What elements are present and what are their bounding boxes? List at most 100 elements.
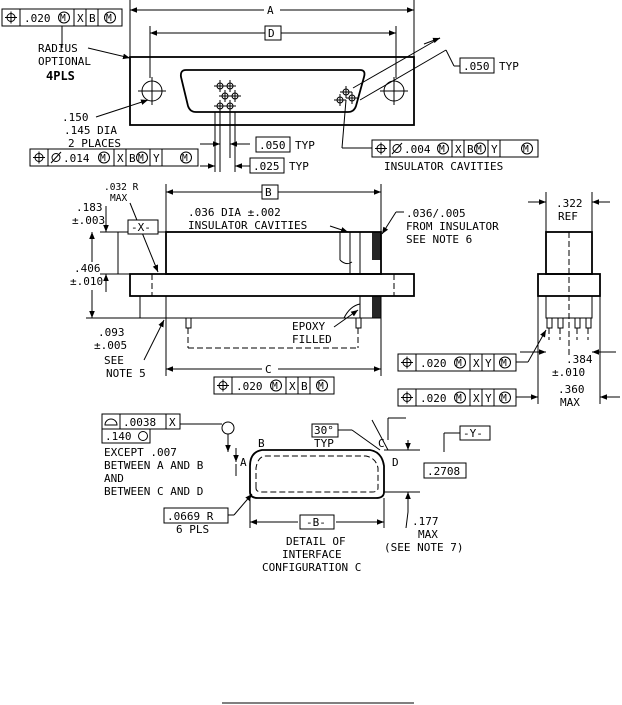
radius-032-1: .032 R (104, 182, 139, 193)
svg-text:Y: Y (491, 143, 498, 156)
radius-032-2: MAX (110, 193, 127, 204)
svg-text:TYP: TYP (289, 160, 309, 173)
fcf-end-2-value: .020 (420, 392, 447, 405)
radius-pls: 6 PLS (176, 523, 209, 536)
svg-text:Y: Y (485, 357, 492, 370)
typ-050-word: TYP (499, 60, 519, 73)
svg-text:X: X (117, 152, 124, 165)
svg-text:M: M (138, 153, 144, 164)
dim-c: C (265, 363, 272, 376)
except-2: BETWEEN A AND B (104, 459, 204, 472)
radius-label-3: 4PLS (46, 69, 75, 83)
fcf-end-2: .020 M X Y M (397, 388, 517, 407)
pt-b: B (258, 437, 265, 450)
svg-text:B: B (129, 152, 136, 165)
dim-a: A (267, 4, 274, 17)
epoxy-2: FILLED (292, 333, 332, 346)
typ-050-value: .050 (463, 60, 490, 73)
dim-d: D (268, 27, 275, 40)
except-3: AND (104, 472, 124, 485)
detail-view: .0038 X .140 EXCEPT .007 BETWEEN A AND B… (101, 413, 491, 574)
see-note5-2: NOTE 5 (106, 367, 146, 380)
svg-text:M: M (106, 13, 112, 24)
svg-text:M: M (523, 144, 529, 155)
profile-value: .0038 (123, 416, 156, 429)
datum-y: -Y- (463, 427, 483, 440)
flange-side (129, 273, 415, 297)
hole-dia-2: .145 DIA (64, 124, 117, 137)
profile-fcf: .0038 X .140 (101, 413, 181, 444)
svg-text:M: M (476, 144, 482, 155)
radius-label-2: OPTIONAL (38, 55, 91, 68)
from-ins-3: SEE NOTE 6 (406, 233, 472, 246)
flange-outline (129, 56, 415, 126)
dim-093-2: ±.005 (94, 339, 127, 352)
except-1: EXCEPT .007 (104, 446, 177, 459)
dim-b: B (265, 186, 272, 199)
fcf-top-left-value: .020 (24, 12, 51, 25)
ref-322-2: REF (558, 210, 578, 223)
dim-360-1: .360 (558, 383, 585, 396)
fcf-014-value: .014 (63, 152, 90, 165)
pitch-050-value: .050 (259, 139, 286, 152)
svg-text:B: B (301, 380, 308, 393)
caption-2: INTERFACE (282, 548, 342, 561)
dim-093-1: .093 (98, 326, 125, 339)
epoxy-1: EPOXY (292, 320, 325, 333)
fcf-004-value: .004 (404, 143, 431, 156)
svg-text:M: M (501, 358, 507, 369)
dim-2708: .2708 (427, 465, 460, 478)
pitch-025-value: .025 (253, 160, 280, 173)
dim-183-1: .183 (76, 201, 103, 214)
dim-406-1: .406 (74, 262, 101, 275)
end-view: .322 REF .020 M X Y (397, 192, 620, 409)
svg-text:M: M (456, 393, 462, 404)
svg-text:X: X (455, 143, 462, 156)
ref-322-1: .322 (556, 197, 583, 210)
dia-036-2: INSULATOR CAVITIES (188, 219, 307, 232)
dim-360-2: MAX (560, 396, 580, 409)
svg-text:M: M (439, 144, 445, 155)
svg-text:M: M (456, 358, 462, 369)
contact-cluster-left (214, 80, 241, 112)
caption-3: CONFIGURATION C (262, 561, 361, 574)
svg-text:M: M (182, 153, 188, 164)
insulator-cavities-label: INSULATOR CAVITIES (384, 160, 503, 173)
profile-datum: X (169, 416, 176, 429)
fcf-top-left: .020 M X B M (1, 8, 123, 27)
dim-384-2: ±.010 (552, 366, 585, 379)
pt-a: A (240, 456, 247, 469)
svg-text:TYP: TYP (295, 139, 315, 152)
dim-177-1: .177 (412, 515, 439, 528)
from-ins-1: .036/.005 (406, 207, 466, 220)
from-ins-2: FROM INSULATOR (406, 220, 499, 233)
fcf-014: .014 M X B M Y M (29, 148, 199, 167)
radius-0669: .0669 R (167, 510, 214, 523)
svg-text:Y: Y (153, 152, 160, 165)
side-view: B .032 R MAX .183 ±.003 -X- (70, 182, 499, 395)
svg-text:B: B (89, 12, 96, 25)
svg-text:B: B (467, 143, 474, 156)
svg-text:X: X (473, 357, 480, 370)
see-note5-1: SEE (104, 354, 124, 367)
svg-text:X: X (77, 12, 84, 25)
svg-text:M: M (100, 153, 106, 164)
svg-text:M: M (318, 381, 324, 392)
dim-384-1: .384 (566, 353, 593, 366)
contact-cluster-right (334, 86, 358, 106)
fcf-bottom: .020 M X B M (213, 376, 335, 395)
dia-036-1: .036 DIA ±.002 (188, 206, 281, 219)
dim-406-2: ±.010 (70, 275, 103, 288)
radius-label-1: RADIUS (38, 42, 78, 55)
fcf-004: .004 M X B M Y M (371, 139, 539, 158)
svg-text:Y: Y (485, 392, 492, 405)
dim-177-3: (SEE NOTE 7) (384, 541, 463, 554)
insulator-body (165, 231, 382, 275)
svg-text:M: M (501, 393, 507, 404)
interface-profile (249, 449, 385, 499)
pt-d: D (392, 456, 399, 469)
top-view: .020 M X B M A D (1, 0, 539, 174)
dim-183-2: ±.003 (72, 214, 105, 227)
hole-dia-1: .150 (62, 111, 89, 124)
